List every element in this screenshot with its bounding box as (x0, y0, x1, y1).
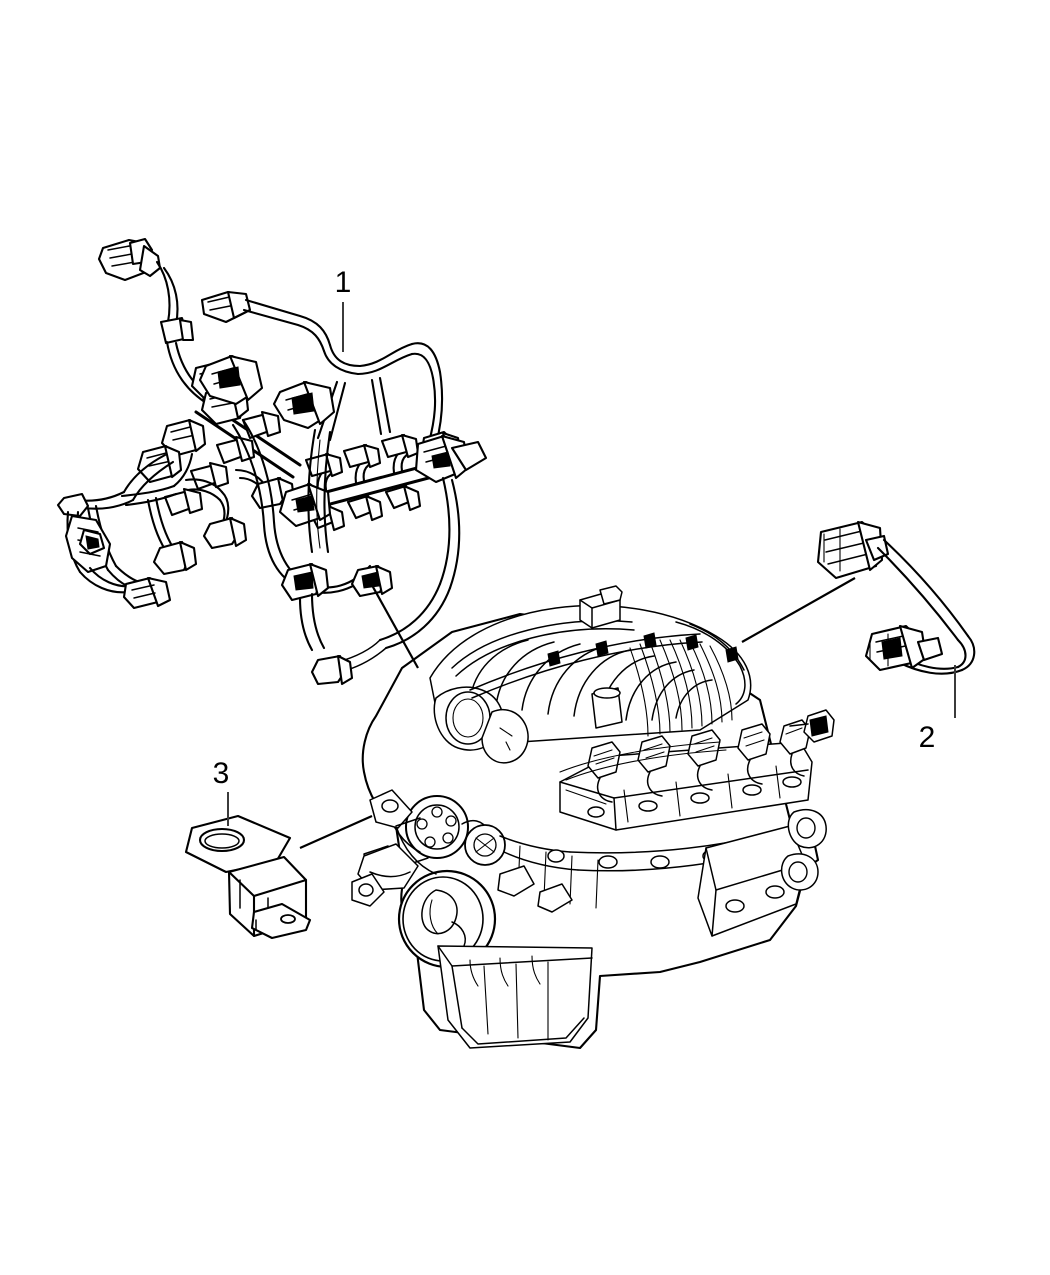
harness-right-trunk (278, 433, 488, 532)
harness-mid-node (198, 354, 336, 430)
cylinder-head-detail (559, 741, 781, 823)
callout-1-number: 1 (335, 266, 352, 299)
harness-bottom-arc (231, 418, 461, 686)
callout-2-number: 2 (919, 721, 936, 754)
harness-upper-left-branch (97, 237, 218, 406)
engine-assembly[interactable] (351, 585, 835, 1050)
jumper-wiring-connector[interactable] (816, 520, 976, 675)
oil-pan (437, 945, 593, 1049)
ignition-coil-row (587, 719, 811, 803)
accessory-drive-pulleys (397, 795, 506, 969)
callout-3[interactable]: 3 (213, 757, 230, 826)
callout-2[interactable]: 2 (919, 665, 956, 754)
bell-housing (697, 808, 827, 937)
callout-3-number: 3 (213, 757, 230, 790)
callout-1[interactable]: 1 (335, 266, 352, 352)
leader-bracket-to-engine (299, 814, 373, 850)
intake-manifold (429, 585, 752, 743)
throttle-body (433, 686, 529, 764)
leader-lines (299, 577, 856, 850)
leader-harness-to-engine (367, 577, 419, 669)
leader-jumper-to-engine (741, 577, 856, 643)
engine-wiring-harness[interactable] (56, 237, 488, 686)
engine-mount-bracket (351, 843, 419, 907)
ground-strap-bracket[interactable] (184, 814, 312, 940)
harness-lower-left-cluster (56, 452, 296, 610)
engine-loom-wires (469, 632, 835, 743)
